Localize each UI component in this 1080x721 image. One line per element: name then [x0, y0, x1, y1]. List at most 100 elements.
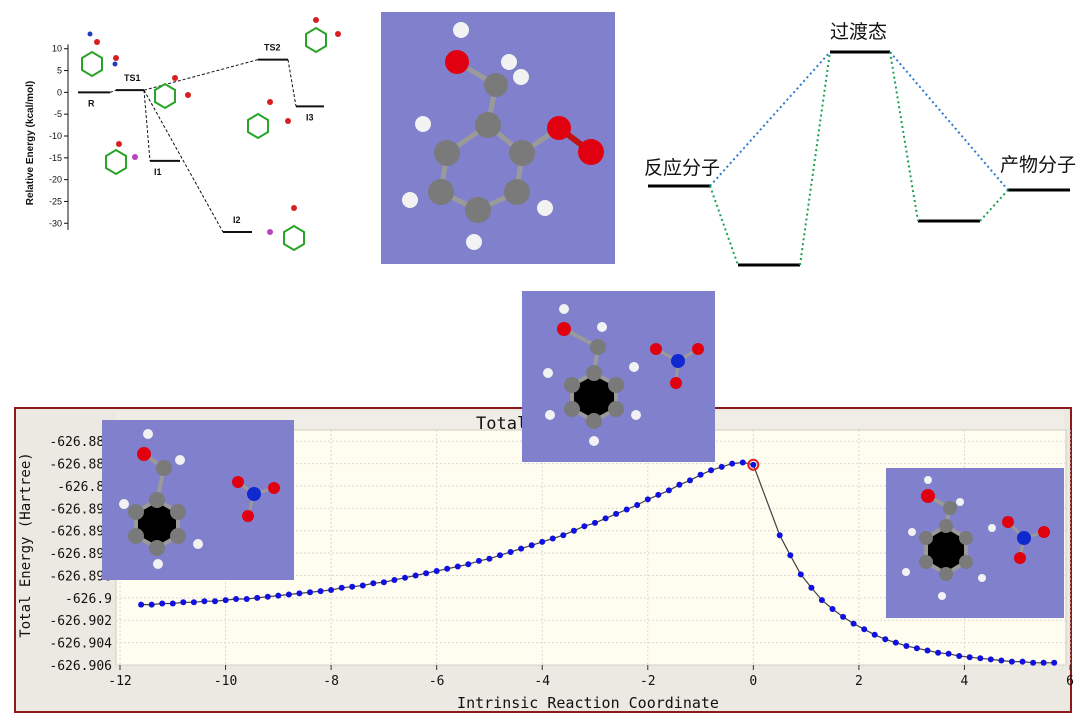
y-tick-label: -626.89 [57, 480, 112, 495]
irc-point [1019, 658, 1026, 665]
energy-level-i2: I2 [223, 215, 252, 233]
irc-point [264, 593, 271, 600]
product-molecule-render [886, 468, 1064, 618]
irc-point [539, 538, 546, 545]
irc-point [328, 587, 335, 593]
irc-point [169, 600, 176, 607]
energy-connector [143, 89, 224, 233]
reaction-profile-schematic: 反应分子 过渡态 产物分子 [644, 21, 1076, 267]
irc-point [945, 650, 952, 657]
irc-point [697, 471, 704, 478]
energy-connectors [109, 59, 297, 233]
irc-point [935, 649, 942, 656]
irc-point [465, 561, 472, 568]
irc-point [518, 545, 525, 552]
irc-point [222, 597, 229, 604]
irc-point [808, 584, 815, 591]
irc-point [349, 583, 356, 590]
irc-point [380, 579, 387, 586]
current-point-marker [747, 458, 760, 471]
irc-point [644, 496, 651, 503]
atom-markers [87, 17, 341, 235]
transition-state-molecule-render [381, 12, 615, 264]
energy-level-ts1: TS1 [116, 73, 144, 92]
product-label: 产物分子 [1000, 154, 1076, 176]
direct-path [709, 51, 1009, 191]
x-tick-label: 0 [749, 674, 757, 689]
irc-point [475, 557, 482, 564]
reactant-molecule-render [102, 420, 294, 580]
energy-level-label: R [88, 98, 95, 108]
x-tick-label: 6 [1066, 674, 1074, 689]
y-axis-label: Total Energy (Hartree) [18, 452, 34, 637]
x-tick-label: -8 [323, 674, 339, 689]
energy-level-label: I2 [233, 215, 241, 225]
irc-point [665, 487, 672, 494]
x-tick-label: -2 [640, 674, 656, 689]
irc-point [687, 477, 693, 484]
irc-point [676, 481, 683, 488]
irc-point [307, 589, 313, 596]
irc-point [497, 552, 503, 559]
stepwise-path [709, 51, 1009, 266]
irc-point [212, 598, 218, 605]
irc-point [882, 636, 889, 643]
irc-point [977, 655, 984, 662]
irc-point [623, 506, 630, 513]
irc-point [486, 555, 493, 562]
energy-level-label: TS1 [124, 73, 141, 83]
irc-point [1008, 658, 1015, 665]
irc-point [861, 626, 868, 633]
energy-tick-label: -30 [49, 218, 62, 228]
irc-point [423, 570, 430, 577]
irc-point [797, 571, 804, 578]
irc-point [903, 643, 910, 649]
y-tick-label: -626.902 [49, 614, 112, 629]
energy-axis-label: Relative Energy (kcal/mol) [25, 81, 36, 206]
x-tick-label: -4 [534, 674, 550, 689]
irc-points [138, 459, 1058, 666]
irc-point [602, 515, 609, 522]
irc-point [412, 572, 419, 579]
y-tick-label: -626.886 [49, 435, 112, 450]
irc-point [338, 584, 345, 591]
energy-tick-label: 10 [52, 44, 62, 54]
transition-state-inset-render [522, 291, 715, 462]
transition-state-label: 过渡态 [830, 21, 887, 43]
y-tick-label: -626.906 [49, 659, 112, 674]
energy-level-ts2: TS2 [258, 43, 288, 61]
energy-connector [287, 59, 297, 107]
irc-point [750, 461, 757, 468]
energy-tick-label: 5 [57, 66, 62, 76]
irc-point [739, 459, 746, 466]
chart-title: Total [476, 414, 528, 434]
irc-point [787, 552, 794, 559]
x-tick-label: -6 [429, 674, 445, 689]
irc-point [592, 519, 598, 526]
irc-point [275, 592, 282, 599]
irc-point [180, 599, 187, 606]
irc-point [507, 549, 514, 555]
irc-point [966, 654, 973, 661]
x-tick-label: 4 [961, 674, 969, 689]
energy-level-i1: I1 [150, 159, 180, 177]
irc-point [391, 577, 398, 583]
irc-point [1040, 659, 1047, 666]
irc-point [708, 467, 715, 474]
irc-point [998, 657, 1005, 664]
irc-point [454, 563, 461, 570]
irc-point [296, 590, 303, 597]
irc-point [159, 600, 166, 607]
x-tick-label: -10 [214, 674, 237, 689]
irc-point [444, 565, 451, 572]
irc-point [829, 606, 836, 612]
y-tick-label: -626.894 [49, 525, 112, 540]
irc-point [581, 523, 588, 530]
irc-point [359, 582, 366, 589]
energy-tick-label: -5 [54, 109, 62, 119]
irc-point [148, 601, 155, 608]
